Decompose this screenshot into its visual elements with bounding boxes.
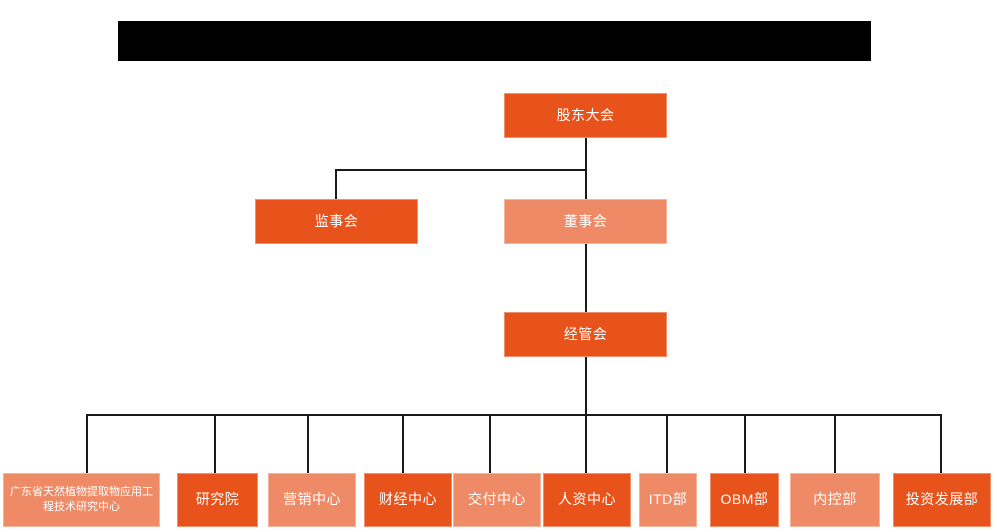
node-gd-plant-extract-center[interactable]: 广东省天然植物提取物应用工程技术研究中心 (3, 473, 160, 527)
node-internal-control-department[interactable]: 内控部 (790, 473, 880, 527)
connector-management-down (585, 357, 587, 416)
node-management-committee[interactable]: 经管会 (504, 312, 667, 357)
connector-drop-8 (744, 414, 746, 473)
connector-drop-5 (489, 414, 491, 473)
title-banner-text (118, 21, 871, 22)
node-hr-center[interactable]: 人资中心 (543, 473, 631, 527)
node-finance-center[interactable]: 财经中心 (364, 473, 452, 527)
node-itd-department[interactable]: ITD部 (639, 473, 697, 527)
node-marketing-center[interactable]: 营销中心 (268, 473, 356, 527)
node-delivery-center[interactable]: 交付中心 (453, 473, 541, 527)
connector-supervisors-down (335, 169, 337, 200)
node-obm-department[interactable]: OBM部 (710, 473, 779, 527)
node-shareholders-meeting[interactable]: 股东大会 (504, 93, 667, 138)
connector-directors-to-management (585, 243, 587, 312)
title-banner (118, 21, 871, 61)
connector-drop-2 (214, 414, 216, 473)
node-research-institute[interactable]: 研究院 (177, 473, 258, 527)
node-board-of-directors[interactable]: 董事会 (504, 199, 667, 244)
node-investment-development-department[interactable]: 投资发展部 (893, 473, 991, 527)
connector-level2-bus (335, 169, 587, 171)
connector-shareholders-down (585, 137, 587, 243)
node-board-of-supervisors[interactable]: 监事会 (255, 199, 418, 244)
connector-drop-1 (86, 414, 88, 473)
connector-drop-10 (940, 414, 942, 473)
connector-drop-9 (834, 414, 836, 473)
connector-drop-7 (666, 414, 668, 473)
connector-drop-4 (402, 414, 404, 473)
connector-bottom-bus (86, 414, 942, 416)
connector-drop-3 (307, 414, 309, 473)
connector-drop-6 (585, 414, 587, 473)
